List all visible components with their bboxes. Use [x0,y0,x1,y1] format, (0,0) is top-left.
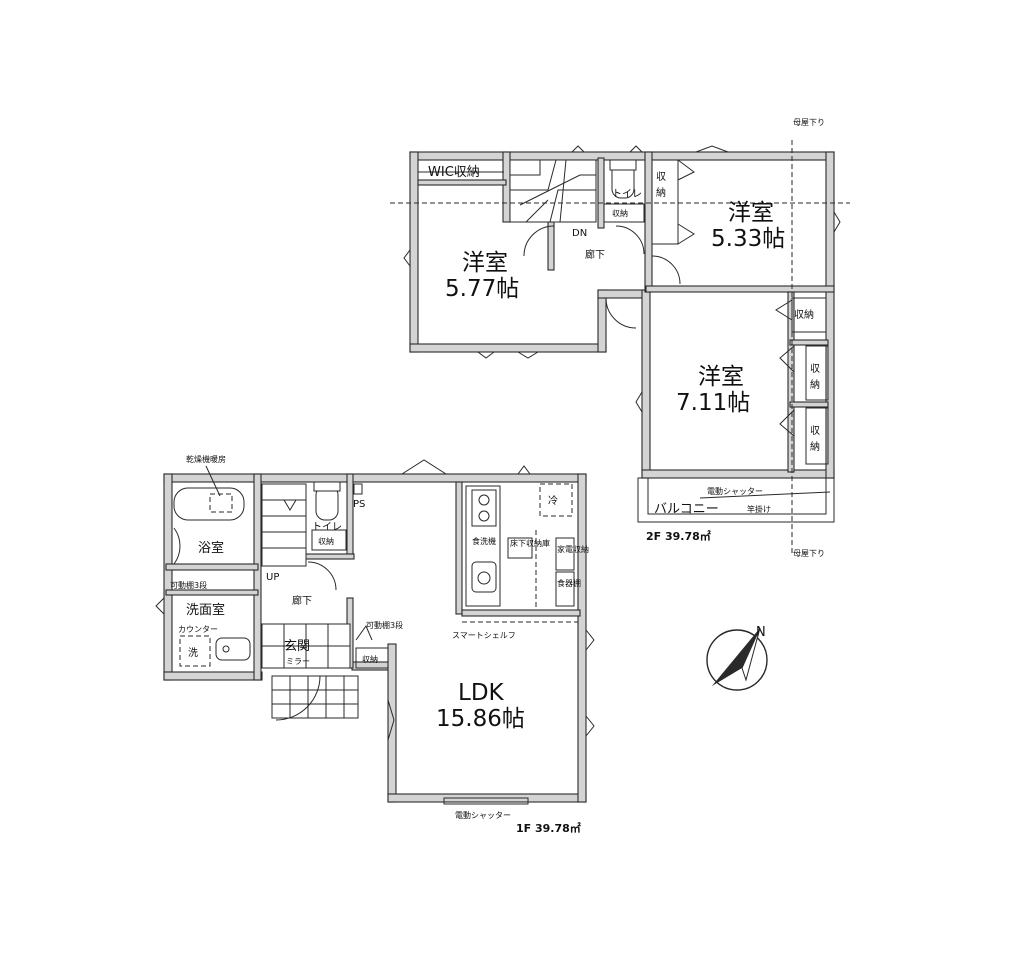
floor-1-area: 1F 39.78㎡ [516,821,581,835]
storage-top-label: WIC収納 [428,165,480,180]
eave-label-bottom: 母屋下り [793,549,825,558]
washer-label: 洗 [188,647,198,659]
toilet-1f: トイレ 収納 PS [307,481,365,591]
room-south-size: 7.11帖 [676,390,750,416]
kitchen: 食洗機 冷 床下収納庫 家電収納 食器棚 スマートシェルフ [452,483,589,640]
floor-2-walls [409,151,835,479]
compass-north-label: N [756,625,766,640]
balcony: バルコニー 電動シャッター 竿掛け [637,477,835,523]
doors-2f [403,145,841,413]
storage-tall-1: 収 [810,363,820,375]
shutter-2f-label: 電動シャッター [707,487,763,496]
ldk-name: LDK [458,680,505,706]
washroom-label: 洗面室 [186,602,225,618]
cupboard-label: 食器棚 [557,578,581,588]
fridge-label: 冷 [548,494,558,507]
storage-tall-2b: 納 [810,440,820,453]
shelf-label: 可動棚3段 [170,580,207,590]
entrance: 廊下 玄関 ミラー 収納 可動棚3段 [261,594,403,721]
hall-1f-label: 廊下 [292,594,312,607]
wic-storage: WIC収納 [418,165,504,180]
handrail-label: 竿掛け [747,504,771,514]
toilet-1f-label: トイレ [312,522,342,533]
floor-2-area: 2F 39.78㎡ [646,529,711,543]
toilet-2f: トイレ 収納 [603,159,645,223]
room-south-name: 洋室 [698,364,744,390]
dishwasher-label: 食洗機 [472,536,496,546]
entrance-storage-label: 収納 [362,654,378,664]
counter-label: カウンター [178,625,218,634]
room-east-size: 5.33帖 [711,226,785,252]
windows-1f [387,459,595,805]
room-west-name: 洋室 [462,250,508,276]
storage-east-1: 収 [656,171,666,183]
floor-storage-label: 床下収納庫 [510,538,550,548]
stair-dn-label: DN [572,228,587,239]
closet-east: 収 納 [651,159,695,245]
washroom: 洗面室 カウンター 洗 [155,597,251,667]
stair-1f: UP [261,483,307,583]
entrance-label: 玄関 [284,639,310,654]
dryer-label: 乾燥機暖房 [186,454,226,464]
ldk-size: 15.86帖 [436,706,525,732]
storage-tall-1b: 納 [810,378,820,391]
room-east-name: 洋室 [728,200,774,226]
storage-tall-2: 収 [810,425,820,437]
storage-east-1b: 納 [656,186,666,199]
mirror-label: ミラー [286,657,310,666]
closet-tall-2: 収 納 [779,407,829,465]
entrance-shelf-label: 可動棚3段 [366,620,403,630]
closet-tall-1: 収 納 [779,345,829,401]
balcony-label: バルコニー [654,502,719,517]
toilet-2f-storage: 収納 [612,208,628,218]
shutter-1f-label: 電動シャッター [455,811,511,820]
floor-2: バルコニー 電動シャッター 竿掛け DN WIC収納 トイレ 収納 [390,118,850,558]
ps-label: PS [353,499,365,510]
closet-mid: 収納 [775,297,827,333]
toilet-1f-storage: 収納 [318,536,334,546]
smart-shelf-label: スマートシェルフ [452,631,516,640]
storage-mid-label: 収納 [794,308,814,321]
compass: N [706,625,768,691]
toilet-2f-label: トイレ [612,189,642,200]
eave-label-top: 母屋下り [793,118,825,127]
bathroom: 浴室 乾燥機暖房 可動棚3段 [170,454,245,590]
stair-up-label: UP [266,572,279,583]
hall-2f-label: 廊下 [585,248,605,261]
floor-1: 浴室 乾燥機暖房 可動棚3段 洗面室 カウンター 洗 UP [155,454,595,835]
eave-line: 母屋下り 母屋下り [390,118,850,558]
appliance-storage-label: 家電収納 [557,544,589,554]
bath-label: 浴室 [198,540,224,556]
room-west-size: 5.77帖 [445,276,519,302]
stair-2f: DN [509,159,597,239]
